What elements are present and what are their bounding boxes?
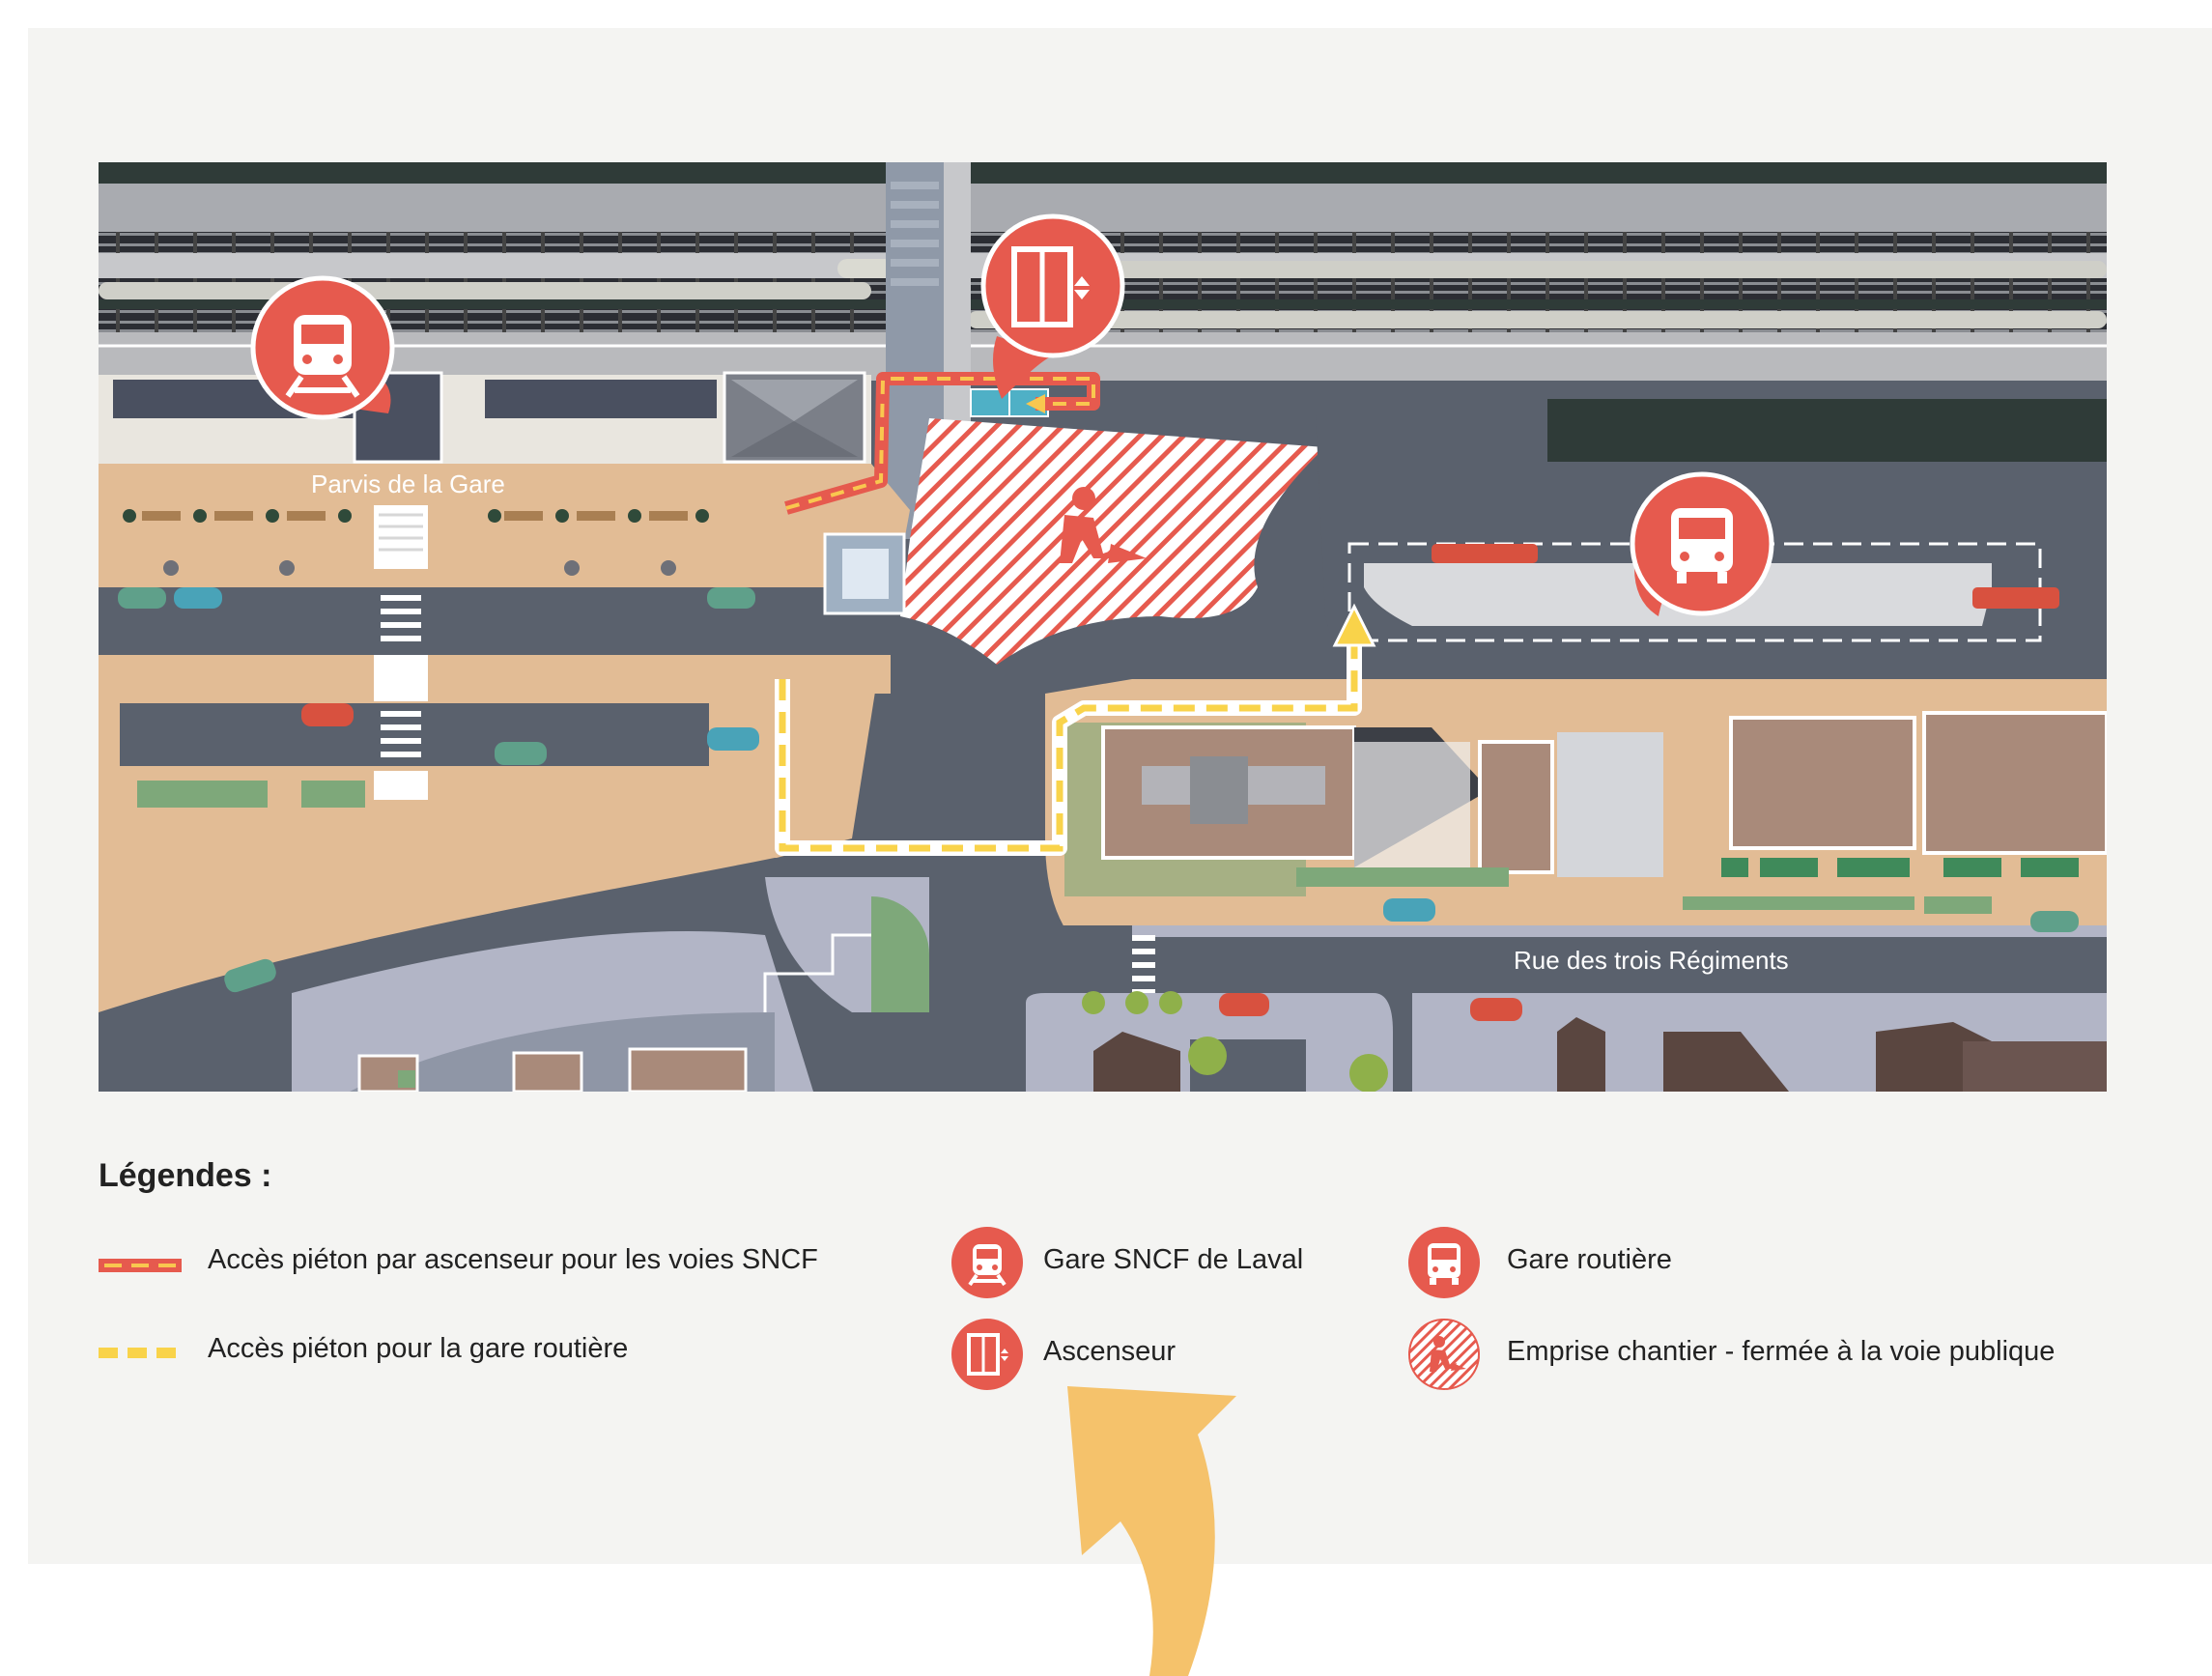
parvis-label: Parvis de la Gare [311,469,505,498]
construction-worker-icon [1060,487,1147,563]
legend-label-bus-station: Gare routière [1507,1244,1672,1275]
train-station-pin [250,275,395,420]
legend-label-train-station: Gare SNCF de Laval [1043,1244,1304,1275]
bus-station-pin [1630,471,1774,616]
rue-des-trois-regiments [929,925,2107,1003]
legend-title: Légendes : [99,1157,272,1194]
elevator-access-path [784,372,1100,515]
red-dashed-line-swatch [99,1259,182,1272]
elevator-icon [951,1319,1023,1390]
legend-label-elevator: Ascenseur [1043,1336,1177,1367]
bus-station-access-path [775,603,1376,856]
legend-label-construction: Emprise chantier - fermée à la voie publ… [1507,1336,2056,1367]
construction-icon [1408,1319,1480,1390]
bus-icon [1408,1227,1480,1298]
legend-label-elevator-access: Accès piéton par ascenseur pour les voie… [208,1244,818,1275]
pointer-arrow [1067,1386,1236,1676]
construction-zone [900,418,1325,665]
elevator-pin [980,213,1125,399]
legend-label-bus-access: Accès piéton pour la gare routière [208,1333,629,1364]
station-map: Parvis de la Gare Rue des trois Régiment… [99,162,2107,1092]
train-icon [951,1227,1023,1298]
car [118,587,2079,1021]
parvis-area [99,464,910,614]
street-label: Rue des trois Régiments [1514,946,1789,975]
yellow-dashed-line-swatch [99,1348,182,1358]
